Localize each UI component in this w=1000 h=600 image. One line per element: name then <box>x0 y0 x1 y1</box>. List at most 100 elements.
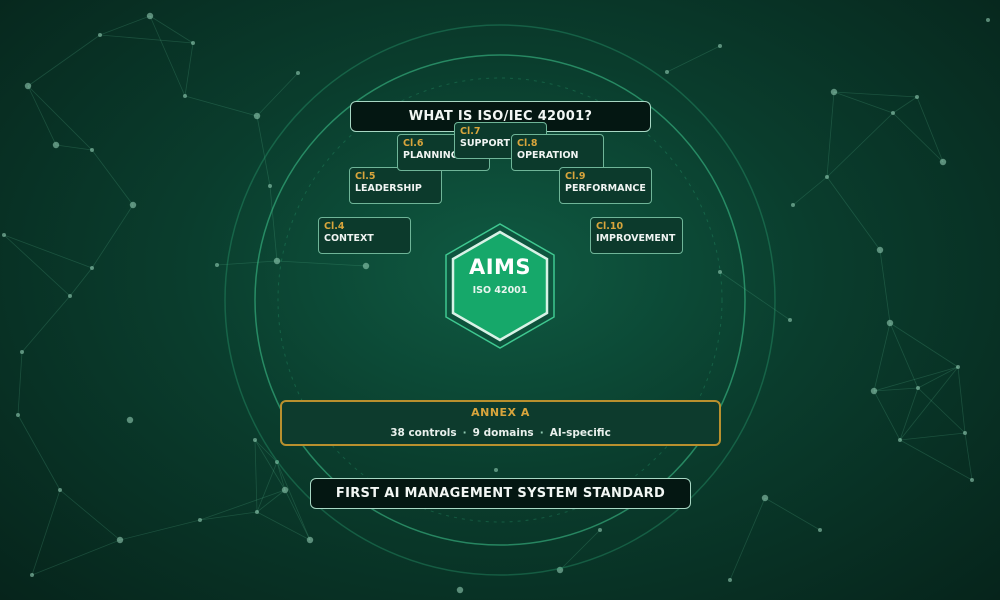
network-node <box>90 266 94 270</box>
network-node <box>728 578 732 582</box>
network-link <box>17 351 23 416</box>
network-node <box>183 94 187 98</box>
network-node <box>963 431 967 435</box>
network-link <box>873 390 901 441</box>
clause-operation: Cl.8 OPERATION <box>511 134 604 171</box>
network-link <box>917 366 959 389</box>
network-node <box>268 184 272 188</box>
clause-code: Cl.7 <box>460 126 481 137</box>
network-link <box>826 112 894 178</box>
network-node <box>830 88 838 96</box>
clause-code: Cl.4 <box>324 221 345 232</box>
network-link <box>256 461 278 513</box>
network-node <box>891 111 895 115</box>
separator-dot: · <box>462 427 467 439</box>
network-link <box>826 91 835 178</box>
network-link <box>256 489 286 513</box>
network-link <box>276 461 286 491</box>
network-link <box>892 96 918 114</box>
aims-subtitle: ISO 42001 <box>472 285 528 296</box>
annex-a-box: ANNEX A 38 controls·9 domains·AI-specifi… <box>280 400 721 446</box>
network-node <box>296 71 300 75</box>
network-link <box>833 91 894 114</box>
aims-title: AIMS <box>468 255 532 279</box>
network-link <box>149 15 186 97</box>
network-link <box>276 260 367 267</box>
aims-hexagon <box>445 223 555 349</box>
network-node <box>215 263 219 267</box>
network-link <box>879 249 891 324</box>
middle-ring <box>254 54 746 546</box>
network-node <box>116 536 124 544</box>
network-node <box>956 365 960 369</box>
network-link <box>917 387 966 434</box>
clause-code: Cl.10 <box>596 221 624 232</box>
separator-dot: · <box>539 427 544 439</box>
clause-performance: Cl.9 PERFORMANCE <box>559 167 652 204</box>
network-link <box>199 511 258 521</box>
network-link <box>899 387 919 441</box>
clause-name: PLANNING <box>403 150 459 161</box>
network-node <box>275 460 279 464</box>
network-link <box>833 91 918 98</box>
network-node <box>362 262 370 270</box>
network-link <box>119 519 201 541</box>
network-link <box>17 414 61 491</box>
clause-improvement: Cl.10 IMPROVEMENT <box>590 217 683 254</box>
network-node <box>791 203 795 207</box>
network-node <box>58 488 62 492</box>
network-node <box>825 175 829 179</box>
network-link <box>256 115 271 187</box>
network-link <box>729 497 766 581</box>
network-node <box>788 318 792 322</box>
clause-context: Cl.4 CONTEXT <box>318 217 411 254</box>
network-node <box>2 233 6 237</box>
network-link <box>27 85 57 146</box>
network-node <box>146 12 154 20</box>
network-link <box>873 322 891 392</box>
network-node <box>886 319 894 327</box>
network-link <box>899 439 973 481</box>
network-node <box>306 536 314 544</box>
network-link <box>256 511 311 541</box>
network-link <box>59 489 121 541</box>
network-link <box>276 461 311 541</box>
network-node <box>939 158 947 166</box>
network-link <box>21 295 71 353</box>
network-node <box>598 528 602 532</box>
network-node <box>98 33 102 37</box>
network-link <box>254 439 258 513</box>
clause-code: Cl.8 <box>517 138 538 149</box>
clause-code: Cl.6 <box>403 138 424 149</box>
clause-name: OPERATION <box>517 150 579 161</box>
network-node <box>915 95 919 99</box>
network-link <box>91 204 134 269</box>
network-link <box>99 34 194 44</box>
network-link <box>216 260 278 266</box>
network-link <box>91 149 134 206</box>
network-link <box>957 366 966 434</box>
network-node <box>255 510 259 514</box>
network-node <box>281 486 289 494</box>
network-link <box>254 439 278 463</box>
network-link <box>559 529 601 571</box>
network-link <box>826 176 881 251</box>
network-link <box>719 271 791 321</box>
clause-name: CONTEXT <box>324 233 374 244</box>
network-node <box>253 438 257 442</box>
network-link <box>873 387 919 392</box>
network-node <box>68 294 72 298</box>
network-node <box>665 70 669 74</box>
network-link <box>792 176 828 206</box>
network-node <box>916 386 920 390</box>
network-node <box>556 566 564 574</box>
clause-name: LEADERSHIP <box>355 183 422 194</box>
annex-domains: 9 domains <box>472 427 534 439</box>
network-link <box>69 267 93 297</box>
inner-ring <box>277 77 723 523</box>
network-link <box>55 144 93 151</box>
network-node <box>198 518 202 522</box>
hexagon-fill <box>451 230 549 342</box>
